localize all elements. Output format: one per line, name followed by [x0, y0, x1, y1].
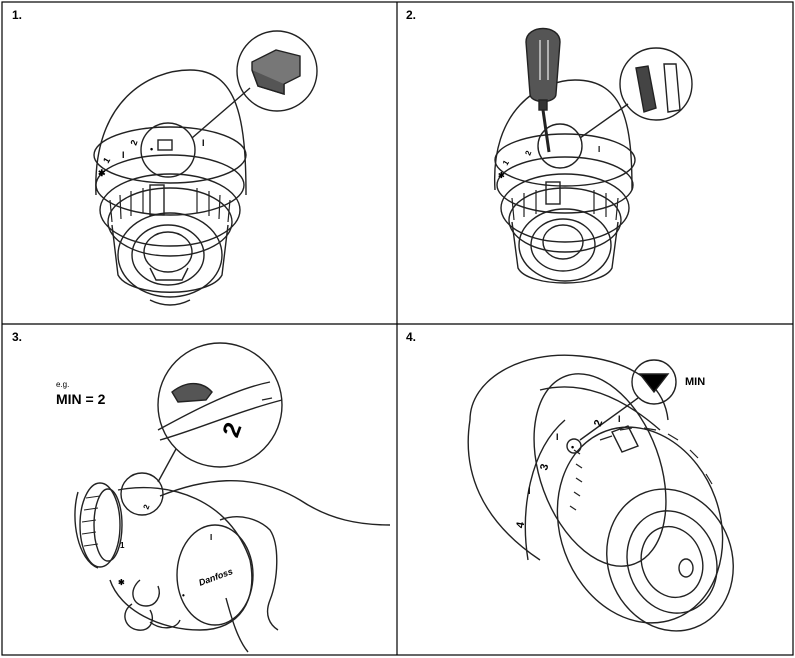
scale-mark-2: 2 [128, 139, 139, 147]
step-2-label: 2. [406, 8, 417, 22]
scale-mark-2: 2 [592, 418, 605, 428]
svg-text:2: 2 [218, 419, 248, 441]
scale-mark-star: ✱ [98, 168, 106, 178]
scale-mark-tick-a: I [528, 486, 531, 496]
step-1-label: 1. [12, 8, 23, 22]
panel-3-illustration: 2 [74, 342, 391, 653]
example-note: e.g. [56, 380, 70, 389]
brand-logo: Danfoss [197, 566, 234, 588]
scale-mark-tick-b: I [202, 138, 205, 148]
panel-4-scale-marks: 4 3 2 • I I I [514, 414, 620, 529]
scale-mark-tick: I [210, 533, 212, 542]
svg-text:1: 1 [501, 158, 511, 167]
panel-4-illustration [467, 354, 734, 632]
scale-mark-1: 1 [101, 156, 112, 165]
panel-2-scale-marks: ✱ 1 2 I [498, 145, 600, 180]
scale-mark-2: 2 [142, 503, 152, 511]
scale-mark-4: 4 [514, 520, 527, 529]
min-setting-note: MIN = 2 [56, 391, 106, 407]
panel-1-illustration [93, 30, 318, 306]
scale-mark-tick-c: I [618, 414, 621, 424]
scale-mark-tick-b: I [556, 432, 559, 442]
scale-mark-1: 1 [120, 541, 125, 550]
step-3-label: 3. [12, 330, 23, 344]
svg-text:2: 2 [523, 149, 533, 157]
scale-mark-dot: • [150, 144, 153, 154]
scale-mark-star: ✱ [118, 578, 125, 587]
scale-mark-tick-a: I [122, 150, 125, 160]
svg-text:I: I [598, 145, 600, 154]
scale-mark-3: 3 [538, 463, 551, 472]
svg-text:✱: ✱ [498, 171, 505, 180]
min-callout-label: MIN [685, 376, 706, 388]
scale-mark-dot: • [571, 442, 574, 452]
scale-mark-dot: • [182, 591, 185, 600]
step-4-label: 4. [406, 330, 417, 344]
panel-2-illustration [494, 27, 693, 284]
panel-1-scale-marks: ✱ 1 2 • I I [98, 138, 205, 178]
